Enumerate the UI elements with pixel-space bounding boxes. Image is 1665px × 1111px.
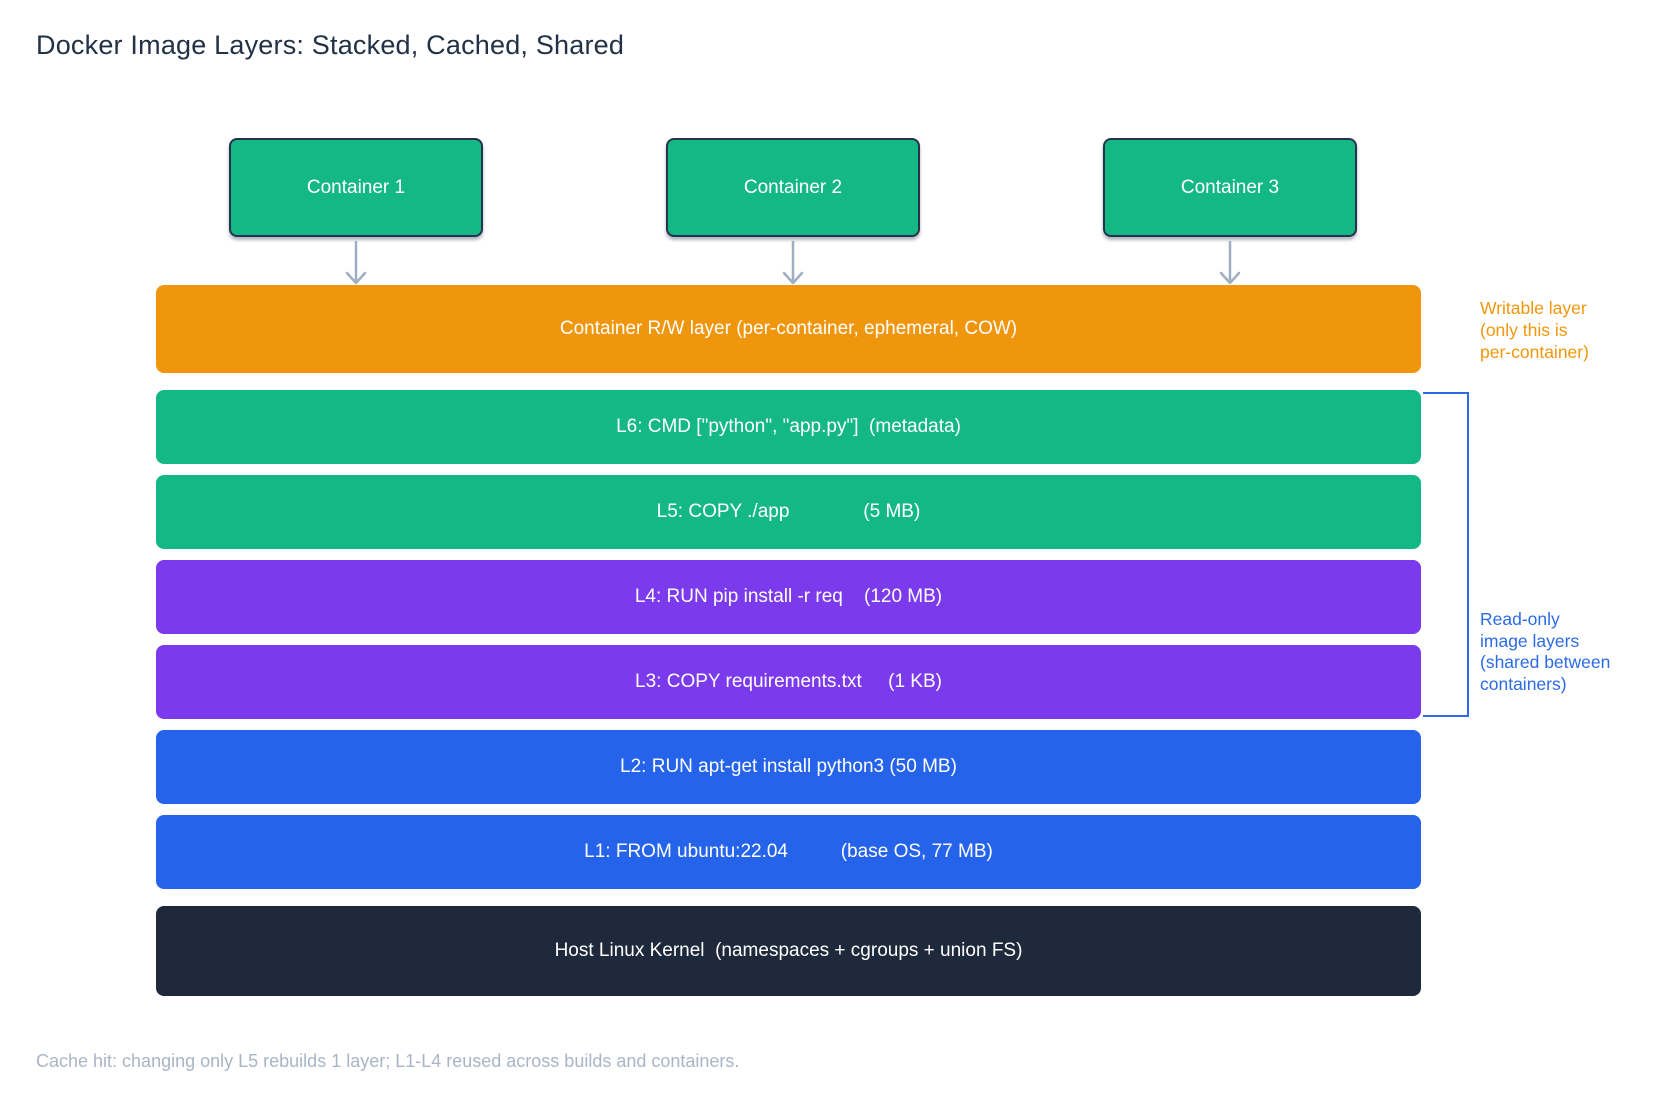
layer-bar-l1: L1: FROM ubuntu:22.04 (base OS, 77 MB) [156,815,1421,889]
readonly-layers-annotation: Read-only image layers (shared between c… [1480,609,1610,695]
layer-bar-l2-label: L2: RUN apt-get install python3 (50 MB) [620,756,957,777]
readonly-annotation-line: image layers [1480,630,1580,651]
readonly-bracket-top-tick [1423,392,1469,394]
container-box-2-label: Container 2 [743,176,843,198]
readonly-annotation-line: Read-only [1480,609,1560,629]
readonly-annotation-line: containers) [1480,673,1567,694]
down-arrow-icon [1219,241,1241,285]
layer-bar-l5-label: L5: COPY ./app (5 MB) [656,501,921,522]
down-arrow-icon [782,241,804,285]
layer-bar-l6-label: L6: CMD ["python", "app.py"] (metadata) [616,416,961,437]
page-title: Docker Image Layers: Stacked, Cached, Sh… [36,30,625,60]
writable-layer-annotation: Writable layer (only this is per-contain… [1480,297,1589,363]
writable-annotation-line: per-container) [1480,342,1589,362]
layer-bar-l4: L4: RUN pip install -r req (120 MB) [156,560,1421,634]
layer-bar-l3: L3: COPY requirements.txt (1 KB) [156,645,1421,719]
writable-annotation-line: (only this is [1480,320,1568,340]
layer-bar-l4-label: L4: RUN pip install -r req (120 MB) [634,586,943,607]
down-arrow-icon [345,241,367,285]
container-box-1-label: Container 1 [306,176,406,198]
container-box-1: Container 1 [229,138,483,237]
kernel-bar-label: Host Linux Kernel (namespaces + cgroups … [554,940,1023,961]
container-box-2: Container 2 [666,138,920,237]
layer-bar-l5: L5: COPY ./app (5 MB) [156,475,1421,549]
readonly-bracket-line [1467,392,1469,717]
layer-bar-l3-label: L3: COPY requirements.txt (1 KB) [635,671,942,692]
layer-bar-l1-label: L1: FROM ubuntu:22.04 (base OS, 77 MB) [584,841,993,862]
container-box-3-label: Container 3 [1180,176,1280,198]
cache-hit-caption: Cache hit: changing only L5 rebuilds 1 l… [36,1051,740,1071]
kernel-bar: Host Linux Kernel (namespaces + cgroups … [156,906,1421,996]
readonly-annotation-line: (shared between [1480,652,1611,672]
writable-annotation-line: Writable layer [1480,298,1587,318]
layer-bar-l2: L2: RUN apt-get install python3 (50 MB) [156,730,1421,804]
container-box-3: Container 3 [1103,138,1357,237]
layer-bar-rw-label: Container R/W layer (per-container, ephe… [559,318,1018,339]
readonly-bracket-bottom-tick [1423,715,1469,717]
layer-bar-l6: L6: CMD ["python", "app.py"] (metadata) [156,390,1421,464]
layer-bar-rw: Container R/W layer (per-container, ephe… [156,285,1421,373]
